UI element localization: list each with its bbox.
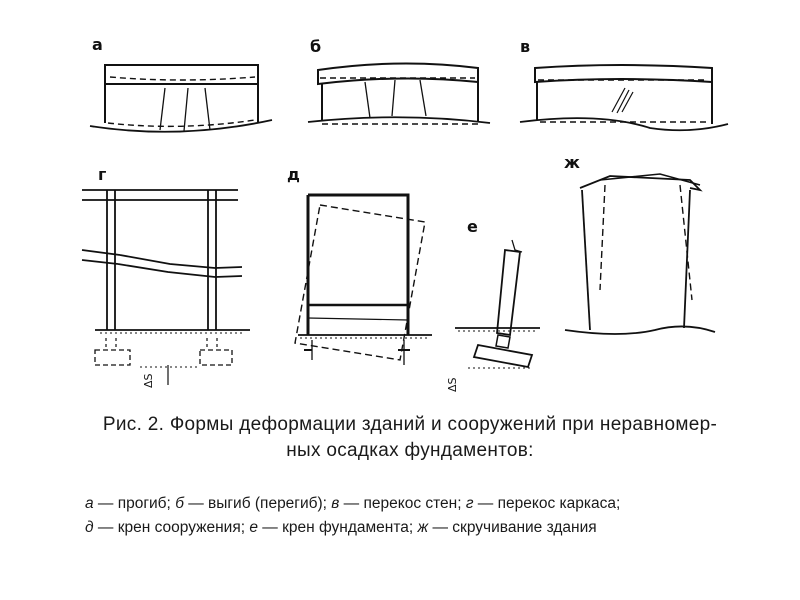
settlement-label-e: ΔS <box>446 377 459 392</box>
legend-text: — прогиб; <box>93 495 176 512</box>
caption-line2: ных осадках фундаментов: <box>286 440 534 461</box>
legend-key: а <box>85 495 94 512</box>
settlement-label-g: ΔS <box>142 373 155 388</box>
panel-zh-torsion <box>564 173 716 335</box>
legend-key: е <box>249 519 258 536</box>
panel-label-a: а <box>92 35 103 54</box>
legend-text: — перекос каркаса; <box>473 495 621 512</box>
legend-key: в <box>331 495 340 512</box>
figure-caption: Рис. 2. Формы деформации зданий и сооруж… <box>80 412 740 464</box>
legend-text: — крен фундамента; <box>257 519 418 536</box>
legend-key: б <box>175 495 184 512</box>
panel-label-g: г <box>98 165 106 184</box>
panel-b-hogging <box>307 62 491 125</box>
panel-a-sagging <box>89 64 273 133</box>
deformation-diagrams: а б в г д е ж ΔS ΔS <box>81 35 729 392</box>
legend-key: д <box>85 519 94 536</box>
legend-text: — скручивание здания <box>428 519 597 536</box>
legend-row-1: а — прогиб; б — выгиб (перегиб); в — пер… <box>85 492 725 516</box>
panel-e-foundation-tilt <box>455 239 540 369</box>
legend-key: ж <box>417 519 429 536</box>
figure-legend: а — прогиб; б — выгиб (перегиб); в — пер… <box>85 492 725 540</box>
legend-text: — крен сооружения; <box>93 519 250 536</box>
panel-label-e: е <box>467 217 478 236</box>
panel-v-wall-skew <box>519 64 729 132</box>
caption-line1: Формы деформации зданий и сооружений при… <box>169 414 718 435</box>
panel-d-tilt <box>294 193 432 365</box>
caption-prefix: Рис. 2. <box>102 414 165 435</box>
legend-text: — выгиб (перегиб); <box>183 495 332 512</box>
panel-label-v: в <box>520 37 530 56</box>
panel-label-zh: ж <box>564 153 580 172</box>
panel-label-d: д <box>287 165 300 184</box>
legend-row-2: д — крен сооружения; е — крен фундамента… <box>85 516 725 540</box>
legend-key: г <box>465 495 474 512</box>
panel-g-frame-skew <box>81 189 250 385</box>
legend-text: — перекос стен; <box>339 495 466 512</box>
panel-label-b: б <box>310 37 321 56</box>
